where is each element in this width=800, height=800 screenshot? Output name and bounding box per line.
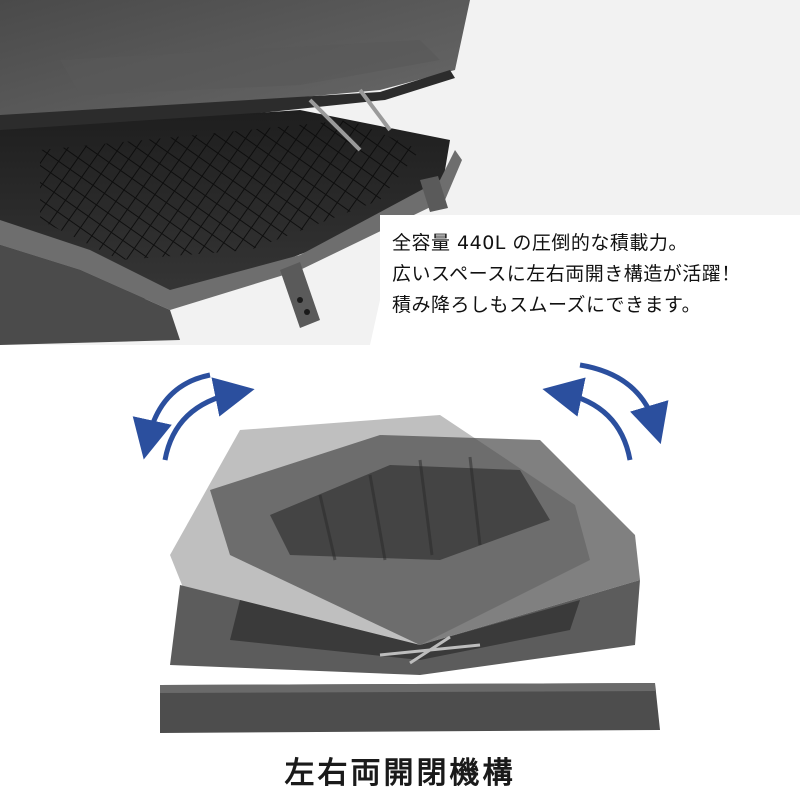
feature-description: 全容量 440L の圧倒的な積載力。 広いスペースに左右両開き構造が活躍！ 積み… bbox=[392, 228, 741, 321]
rotate-arrow-icon bbox=[542, 377, 633, 461]
rotate-arrow-icon bbox=[132, 372, 211, 460]
feature-line: 積み降ろしもスムーズにできます。 bbox=[392, 294, 702, 316]
rotate-arrow-icon bbox=[579, 362, 669, 445]
rotate-arrow-icon bbox=[162, 377, 255, 461]
dual-opening-illustration bbox=[132, 362, 669, 733]
open-roof-box-photo bbox=[0, 0, 800, 345]
feature-line: 全容量 440L の圧倒的な積載力。 bbox=[392, 232, 688, 254]
caption-title: 左右両開閉機構 bbox=[284, 756, 516, 791]
feature-line: 広いスペースに左右両開き構造が活躍！ bbox=[392, 263, 741, 285]
